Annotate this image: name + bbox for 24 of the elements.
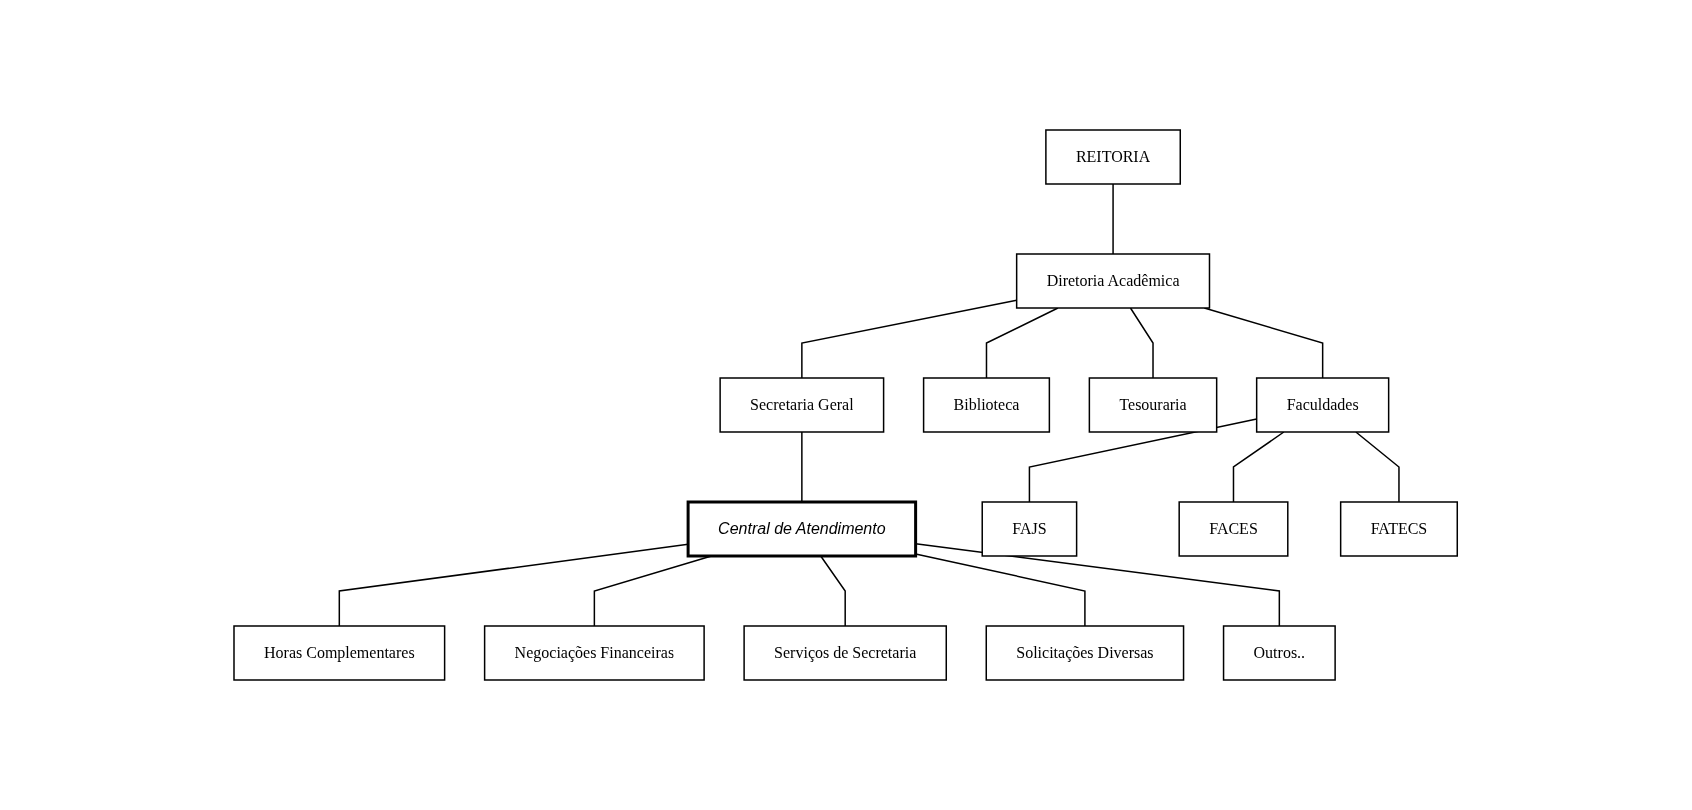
node-box: Tesouraria [1089, 377, 1218, 433]
node-box: FAJS [981, 501, 1078, 557]
node-box: Faculdades [1256, 377, 1390, 433]
node-box: REITORIA [1045, 129, 1182, 185]
connector [1355, 431, 1401, 503]
node-box: Solicitações Diversas [985, 625, 1185, 681]
node-box: Central de Atendimento [686, 500, 918, 558]
node-box: Horas Complementares [233, 625, 446, 681]
connector [1233, 431, 1285, 503]
node-box: FATECS [1340, 501, 1459, 557]
node-box: Diretoria Acadêmica [1016, 253, 1211, 309]
node-box: Biblioteca [923, 377, 1051, 433]
connector [1130, 307, 1155, 379]
node-box: FACES [1178, 501, 1289, 557]
connector [801, 299, 1018, 379]
node-box: Secretaria Geral [719, 377, 885, 433]
connector [915, 543, 1281, 627]
node-box: Serviços de Secretaria [743, 625, 948, 681]
connector [801, 431, 803, 503]
connector [1029, 418, 1258, 503]
node-box: Outros.. [1223, 625, 1337, 681]
node-box: Negociações Financeiras [484, 625, 706, 681]
connector [915, 553, 1086, 627]
connector [1112, 183, 1115, 255]
